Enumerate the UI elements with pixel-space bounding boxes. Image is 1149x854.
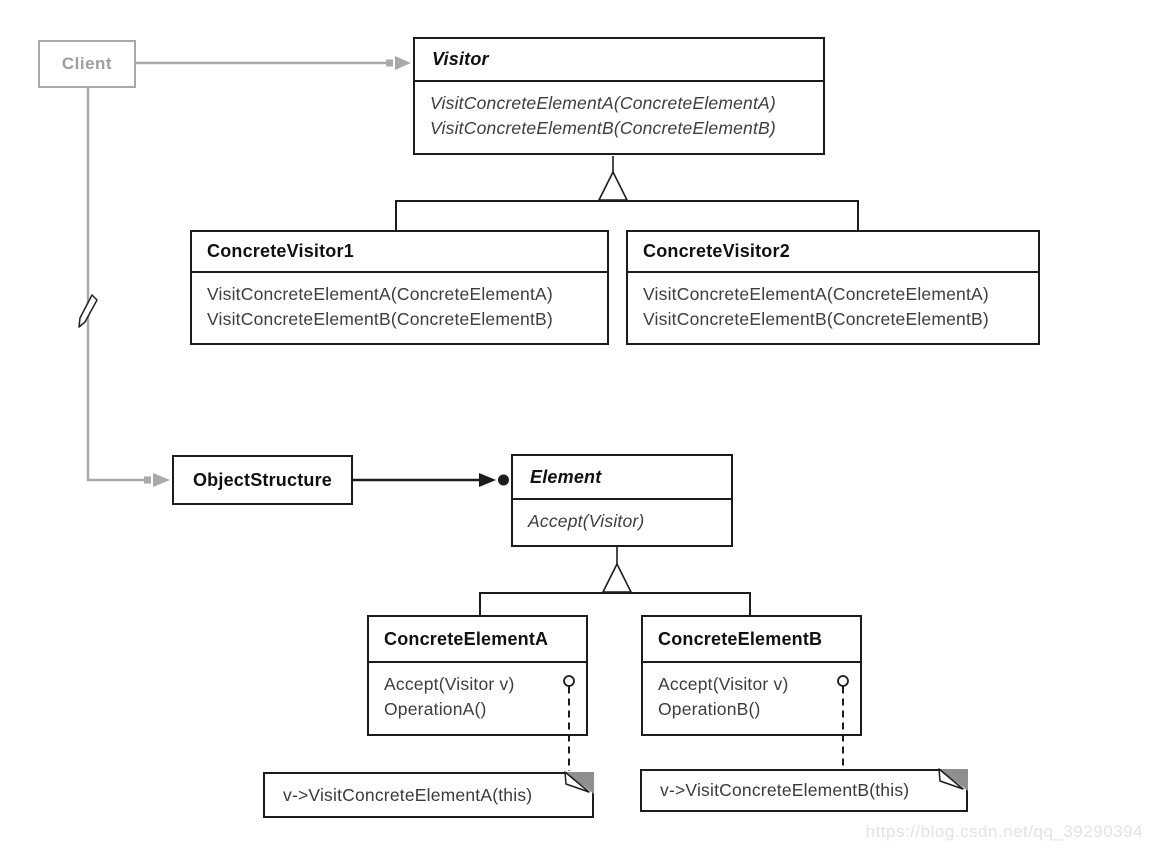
class-object-structure-title: ObjectStructure (192, 469, 333, 490)
note-text: v->VisitConcreteElementA(this) (283, 784, 533, 805)
method-accept: Accept(Visitor) (528, 511, 645, 531)
class-element-title: Element (513, 456, 731, 500)
class-concrete-element-b-title: ConcreteElementB (643, 617, 860, 663)
class-concrete-element-a: ConcreteElementA Accept(Visitor v) Opera… (367, 615, 588, 736)
class-visitor-methods: VisitConcreteElementA(ConcreteElementA) … (415, 82, 823, 141)
method-operation-a: OperationA() (384, 699, 487, 719)
method-visit-concrete-element-a: VisitConcreteElementA(ConcreteElementA) (430, 93, 776, 113)
method-operation-b: OperationB() (658, 699, 761, 719)
method-visit-concrete-element-a: VisitConcreteElementA(ConcreteElementA) (207, 284, 553, 304)
client-to-object-structure-arrow (86, 88, 170, 487)
class-concrete-element-b: ConcreteElementB Accept(Visitor v) Opera… (641, 615, 862, 736)
note-visit-concrete-element-a: v->VisitConcreteElementA(this) (263, 772, 594, 818)
element-inheritance-triangle-icon (601, 547, 633, 593)
method-visit-concrete-element-b: VisitConcreteElementB(ConcreteElementB) (430, 118, 776, 138)
class-visitor-title: Visitor (415, 39, 823, 82)
class-concrete-element-a-methods: Accept(Visitor v) OperationA() (369, 663, 586, 722)
method-visit-concrete-element-a: VisitConcreteElementA(ConcreteElementA) (643, 284, 989, 304)
class-visitor: Visitor VisitConcreteElementA(ConcreteEl… (413, 37, 825, 155)
note-text: v->VisitConcreteElementB(this) (660, 780, 910, 800)
method-accept: Accept(Visitor v) (384, 674, 515, 694)
note-visit-concrete-element-b: v->VisitConcreteElementB(this) (640, 769, 968, 812)
class-element: Element Accept(Visitor) (511, 454, 733, 547)
method-visit-concrete-element-b: VisitConcreteElementB(ConcreteElementB) (207, 309, 553, 329)
class-concrete-visitor-2-title: ConcreteVisitor2 (628, 232, 1038, 273)
class-element-methods: Accept(Visitor) (513, 500, 731, 534)
class-concrete-element-a-title: ConcreteElementA (369, 617, 586, 663)
class-concrete-visitor-2-methods: VisitConcreteElementA(ConcreteElementA) … (628, 273, 1038, 332)
class-concrete-visitor-1: ConcreteVisitor1 VisitConcreteElementA(C… (190, 230, 609, 345)
class-client-title: Client (61, 54, 113, 73)
class-object-structure: ObjectStructure (172, 455, 353, 505)
class-concrete-visitor-1-methods: VisitConcreteElementA(ConcreteElementA) … (192, 273, 607, 332)
class-concrete-visitor-1-title: ConcreteVisitor1 (192, 232, 607, 273)
client-to-visitor-arrow (136, 56, 411, 70)
class-concrete-element-b-methods: Accept(Visitor v) OperationB() (643, 663, 860, 722)
element-inheritance-lines (479, 592, 751, 615)
visitor-inheritance-lines (395, 200, 859, 230)
method-accept: Accept(Visitor v) (658, 674, 789, 694)
class-client: Client (38, 40, 136, 88)
method-visit-concrete-element-b: VisitConcreteElementB(ConcreteElementB) (643, 309, 989, 329)
pencil-icon (78, 294, 98, 328)
watermark: https://blog.csdn.net/qq_39290394 (865, 822, 1143, 841)
class-concrete-visitor-2: ConcreteVisitor2 VisitConcreteElementA(C… (626, 230, 1040, 345)
object-structure-to-element-arrow (353, 473, 509, 487)
visitor-inheritance-triangle-icon (597, 156, 629, 201)
